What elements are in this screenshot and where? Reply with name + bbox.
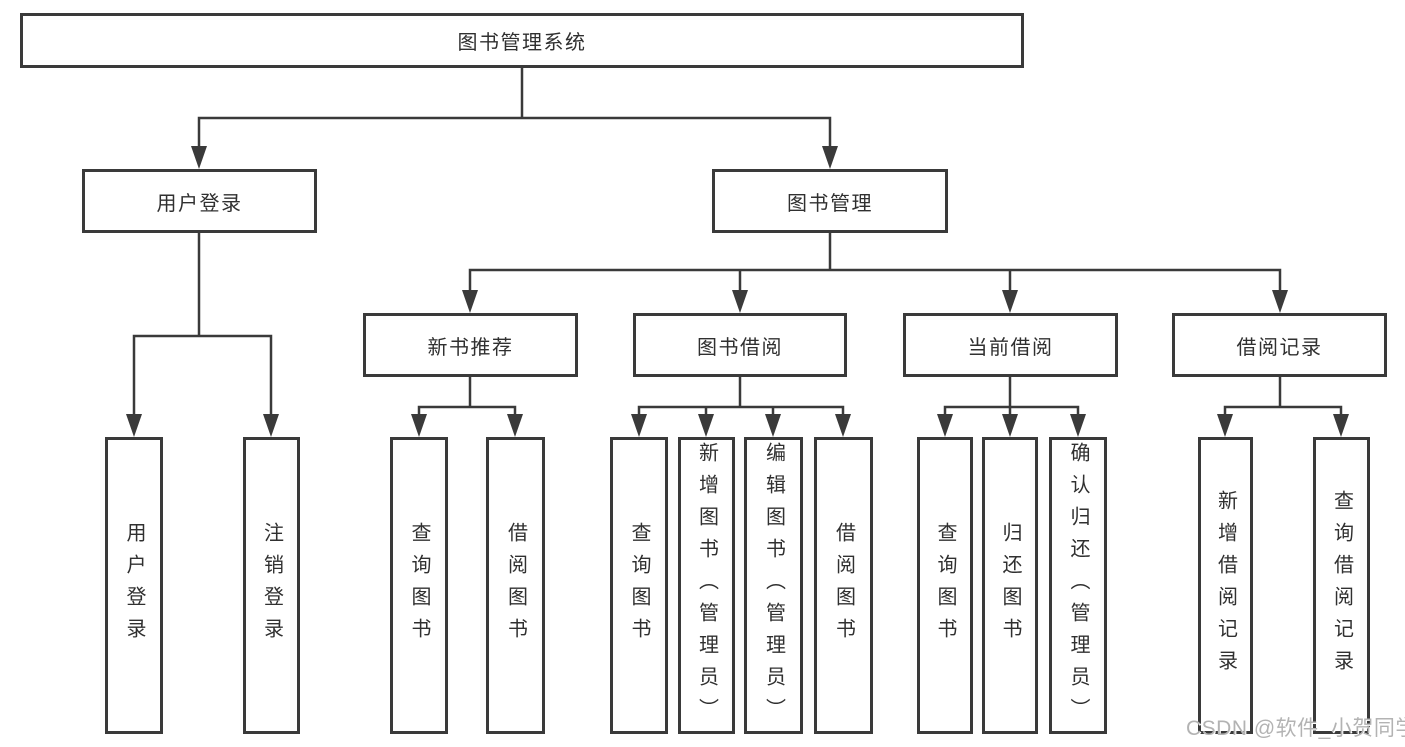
leaf-newrec-borrow-book-label: 借阅图书 bbox=[504, 521, 527, 650]
leaf-newrec-query-book-label: 查询图书 bbox=[408, 521, 430, 650]
node-borrow-records: 借阅记录 bbox=[1172, 313, 1387, 377]
arrowhead-icon bbox=[631, 414, 647, 437]
leaf-user-login: 用户登录 bbox=[105, 437, 163, 734]
watermark: CSDN @软件_小贺同学 bbox=[1186, 717, 1405, 740]
node-book-borrow: 图书借阅 bbox=[633, 313, 847, 377]
arrowhead-icon bbox=[1272, 290, 1288, 313]
arrowhead-icon bbox=[1217, 414, 1233, 437]
arrowhead-icon bbox=[411, 414, 427, 437]
arrowhead-icon bbox=[765, 414, 781, 437]
arrowhead-icon bbox=[263, 414, 279, 437]
node-new-book-recommend-label: 新书推荐 bbox=[427, 336, 514, 359]
leaf-current-query-book-label: 查询图书 bbox=[934, 521, 956, 650]
connector-book-borrow bbox=[637, 375, 845, 420]
node-current-borrow-label: 当前借阅 bbox=[967, 336, 1054, 359]
leaf-edit-book-admin-label: 编辑图书（管理员） bbox=[762, 441, 785, 730]
connector-book-management bbox=[468, 231, 1282, 294]
leaf-borrow-query-book-label: 查询图书 bbox=[628, 521, 650, 650]
arrowhead-icon bbox=[698, 414, 714, 437]
arrowhead-icon bbox=[126, 414, 142, 437]
leaf-newrec-query-book: 查询图书 bbox=[390, 437, 448, 734]
arrowhead-icon bbox=[1070, 414, 1086, 437]
leaf-borrow-borrow-book: 借阅图书 bbox=[814, 437, 873, 734]
leaf-return-book-label: 归还图书 bbox=[999, 521, 1021, 650]
leaf-query-borrow-record: 查询借阅记录 bbox=[1313, 437, 1370, 734]
arrowhead-icon bbox=[1002, 414, 1018, 437]
node-root: 图书管理系统 bbox=[20, 13, 1024, 68]
node-root-label: 图书管理系统 bbox=[457, 32, 587, 54]
leaf-return-book: 归还图书 bbox=[982, 437, 1038, 734]
node-borrow-records-label: 借阅记录 bbox=[1236, 336, 1323, 359]
leaf-query-borrow-record-label: 查询借阅记录 bbox=[1330, 489, 1353, 682]
arrowhead-icon bbox=[1002, 290, 1018, 313]
leaf-edit-book-admin: 编辑图书（管理员） bbox=[744, 437, 803, 734]
arrowhead-icon bbox=[462, 290, 478, 313]
arrowhead-icon bbox=[835, 414, 851, 437]
connector-root bbox=[197, 66, 832, 150]
leaf-add-borrow-record-label: 新增借阅记录 bbox=[1214, 489, 1237, 682]
connector-borrow-records bbox=[1223, 375, 1343, 420]
leaf-add-borrow-record: 新增借阅记录 bbox=[1198, 437, 1253, 734]
leaf-confirm-return-admin: 确认归还（管理员） bbox=[1049, 437, 1107, 734]
arrowhead-icon bbox=[937, 414, 953, 437]
leaf-user-login-label: 用户登录 bbox=[123, 521, 145, 650]
node-user-login: 用户登录 bbox=[82, 169, 317, 233]
node-user-login-label: 用户登录 bbox=[156, 192, 243, 215]
node-book-management: 图书管理 bbox=[712, 169, 948, 233]
leaf-borrow-borrow-book-label: 借阅图书 bbox=[832, 521, 855, 650]
connector-new-book-recommend bbox=[417, 375, 517, 420]
node-new-book-recommend: 新书推荐 bbox=[363, 313, 578, 377]
leaf-current-query-book: 查询图书 bbox=[917, 437, 973, 734]
connector-user-login bbox=[132, 231, 273, 418]
leaf-confirm-return-admin-label: 确认归还（管理员） bbox=[1067, 441, 1089, 730]
node-book-borrow-label: 图书借阅 bbox=[697, 336, 783, 359]
leaf-logout-login-label: 注销登录 bbox=[260, 521, 283, 650]
arrowhead-icon bbox=[822, 146, 838, 169]
node-book-management-label: 图书管理 bbox=[787, 192, 873, 215]
leaf-borrow-query-book: 查询图书 bbox=[610, 437, 668, 734]
connector-current-borrow bbox=[943, 375, 1080, 420]
leaf-add-book-admin-label: 新增图书（管理员） bbox=[695, 441, 718, 730]
leaf-add-book-admin: 新增图书（管理员） bbox=[678, 437, 735, 734]
arrowhead-icon bbox=[732, 290, 748, 313]
arrowhead-icon bbox=[507, 414, 523, 437]
arrowhead-icon bbox=[1333, 414, 1349, 437]
node-current-borrow: 当前借阅 bbox=[903, 313, 1118, 377]
leaf-newrec-borrow-book: 借阅图书 bbox=[486, 437, 545, 734]
leaf-logout-login: 注销登录 bbox=[243, 437, 300, 734]
arrowhead-icon bbox=[191, 146, 207, 169]
